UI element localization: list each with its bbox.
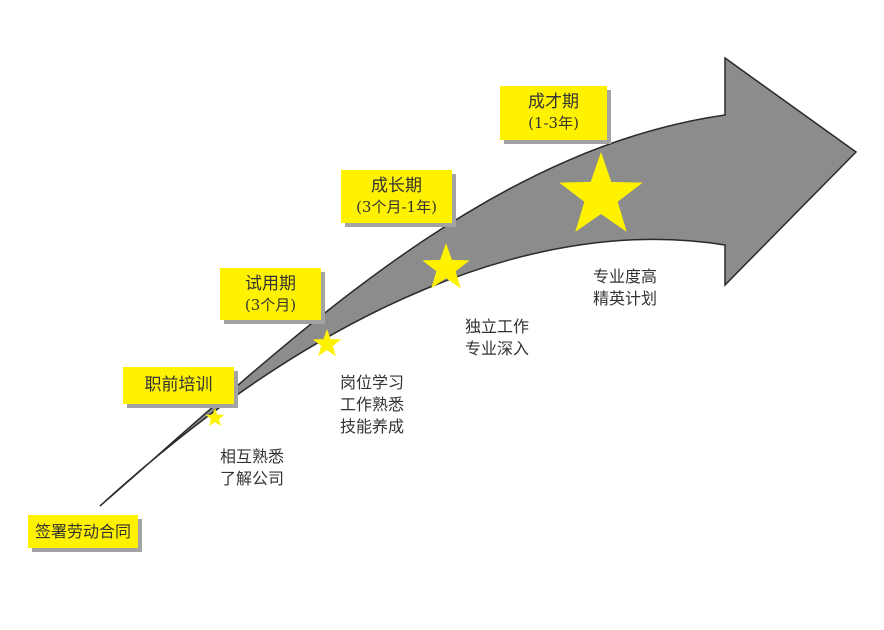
star-icon-trial <box>312 329 342 357</box>
stage-label-probation: 试用期 (3个月) <box>220 268 321 320</box>
stage-title: 试用期 <box>245 274 296 294</box>
star-icon-mastery <box>559 152 643 232</box>
stage-label-pre-job-training: 职前培训 <box>123 367 234 404</box>
description-line: 岗位学习 <box>340 373 405 392</box>
stage-label-contract: 签署劳动合同 <box>28 515 138 548</box>
growth-arrow <box>99 56 858 507</box>
description-line: 精英计划 <box>593 289 658 308</box>
stage-title: 签署劳动合同 <box>34 522 131 541</box>
stage-title: 职前培训 <box>144 375 213 395</box>
stage-label-growth: 成长期 (3个月-1年) <box>341 170 452 223</box>
star-icon-growth <box>422 243 470 289</box>
star-icon-small <box>205 408 225 427</box>
description-line: 了解公司 <box>220 469 285 488</box>
description-line: 工作熟悉 <box>340 395 405 414</box>
stage-subtitle: (3个月) <box>244 296 297 314</box>
stage-description-mastery: 专业度高 精英计划 <box>593 266 657 310</box>
stage-description-probation: 岗位学习 工作熟悉 技能养成 <box>340 372 404 438</box>
stage-description-growth: 独立工作 专业深入 <box>465 316 529 360</box>
stage-subtitle: (3个月-1年) <box>356 198 437 216</box>
description-line: 独立工作 <box>465 317 530 336</box>
stage-subtitle: (1-3年) <box>528 114 579 132</box>
stage-title: 成长期 <box>371 176 422 196</box>
stage-label-mastery: 成才期 (1-3年) <box>500 86 607 140</box>
description-line: 专业度高 <box>593 267 658 286</box>
description-line: 相互熟悉 <box>220 447 285 466</box>
description-line: 技能养成 <box>340 417 405 436</box>
stage-title: 成才期 <box>528 92 579 112</box>
description-line: 专业深入 <box>465 339 530 358</box>
stage-description-pre-job: 相互熟悉 了解公司 <box>220 446 284 490</box>
